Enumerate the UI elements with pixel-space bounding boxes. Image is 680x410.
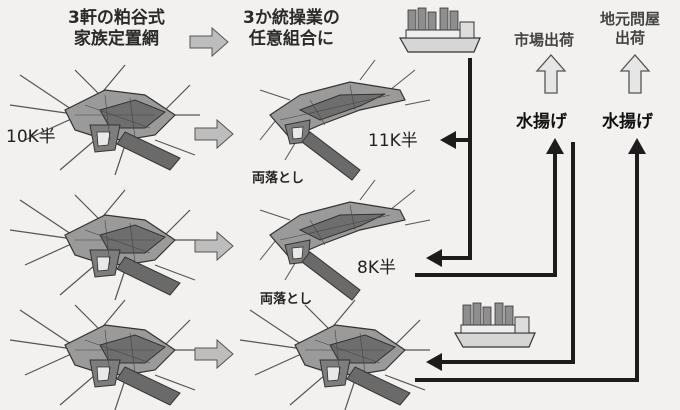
net-right-row1 [259,59,431,181]
net-right-row2 [259,179,431,301]
ryou-label-row2: 両落とし [260,292,313,307]
net-left-row1 [9,64,201,176]
net-size-right-row1: 11K半 [368,131,418,151]
header-local-line2: 出荷 [615,29,646,47]
net-size-left-row1: 10K半 [6,127,56,147]
convert-arrow-row1 [194,119,234,149]
header-market: 市場出荷 [514,31,574,50]
header-original: 3軒の粕谷式 家族定置網 [68,8,165,50]
boat-bottom [454,302,536,348]
header-arrow [189,27,229,57]
header-combined: 3か統操業の 任意組合に [243,8,340,50]
header-local-line1: 地元問屋 [600,10,661,28]
ryou-label-row1: 両落とし [252,171,305,186]
local-ship-arrow [620,54,650,94]
landing-label-market: 水揚げ [516,112,567,132]
header-combined-line2: 任意組合に [248,29,334,49]
market-ship-arrow [536,54,566,94]
flow-arrowheads [426,131,646,371]
header-original-line2: 家族定置網 [73,29,159,49]
boat-top [399,7,481,53]
net-size-right-row2: 8K半 [357,258,396,278]
net-left-row3 [9,299,201,410]
header-local: 地元問屋 出荷 [600,10,660,48]
net-right-row3 [239,299,431,410]
convert-arrow-row3 [194,339,234,369]
header-original-line1: 3軒の粕谷式 [68,8,165,28]
header-market-line1: 市場出荷 [514,31,575,49]
flow-lines [415,58,639,382]
header-combined-line1: 3か統操業の [243,8,340,28]
convert-arrow-row2 [194,231,234,261]
net-left-row2 [9,189,201,301]
landing-label-local: 水揚げ [602,112,653,132]
